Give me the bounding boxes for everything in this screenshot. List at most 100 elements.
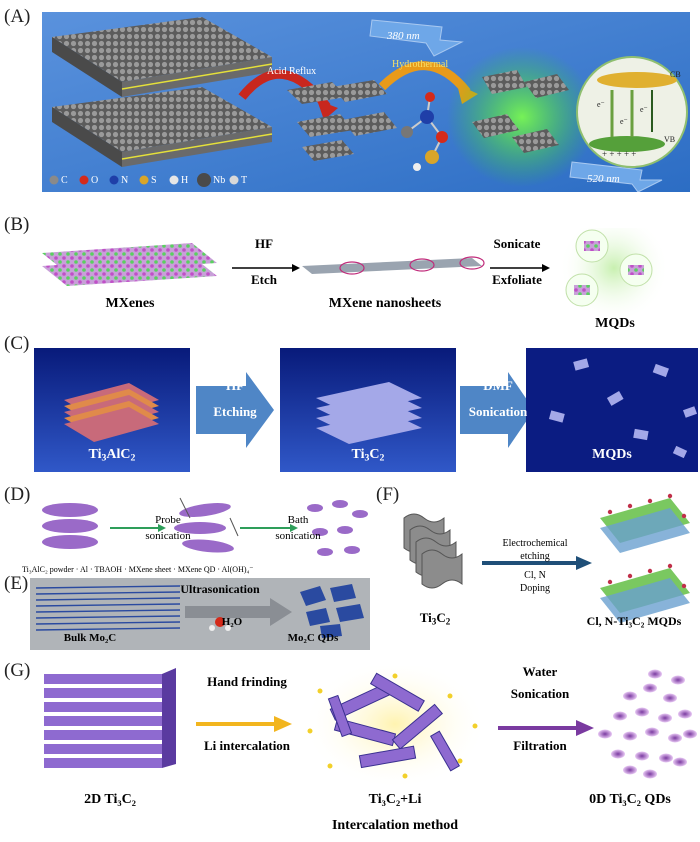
qd-dot (645, 727, 659, 737)
e-step-top: Ultrasonication (180, 582, 260, 596)
svg-text:e⁻: e⁻ (620, 117, 628, 126)
g-step2-bottom: Filtration (513, 738, 567, 753)
panel-d-figure (42, 497, 368, 556)
legend-label-n: N (121, 175, 128, 186)
d-mxene-qds (307, 500, 368, 556)
emission-label: 520 nm (587, 173, 620, 185)
qd-dot (635, 707, 649, 717)
legend-atom-n (109, 175, 119, 185)
legend-powder: Ti₃AlC₂ powder (22, 565, 74, 574)
mqd-2 (628, 265, 644, 275)
bulk-mo2c (35, 585, 181, 631)
panel-f-figure (403, 493, 690, 623)
legend-label-o: O (91, 175, 98, 186)
legend-atom-c (49, 175, 59, 185)
c-caption-mqds: MQDs (592, 447, 632, 462)
qd-dot (671, 675, 685, 685)
box-mqds (526, 348, 698, 472)
e-step-bottom: H₂O (221, 616, 243, 628)
panel-f-label: (F) (376, 484, 400, 505)
panel-d-label: (D) (4, 484, 31, 505)
mqd-flakes (548, 358, 698, 459)
b-step2-top: Sonicate (493, 236, 541, 251)
d-legend: Ti₃AlC₂ powder · Al · TBAOH · MXene shee… (22, 565, 254, 574)
qd-dot (678, 709, 692, 719)
c-step1-bottom: Etching (213, 404, 257, 419)
acid-reflux-label: Acid Reflux (267, 66, 316, 77)
legend-label-nb: Nb (213, 175, 225, 186)
ti3alc2-stack (64, 383, 159, 442)
ti3c2-layers (403, 513, 463, 589)
ultrasonication-arrow (185, 598, 292, 626)
panel-c-figure (34, 348, 698, 472)
d-mxene-sheets (174, 497, 239, 553)
d-step1-bottom: sonication (145, 530, 191, 542)
c-caption-ti3c2: Ti3C2 (351, 447, 385, 464)
cl-n-ti3c2-mqds (600, 493, 690, 623)
legend-aloh: Al(OH)₄⁻ (221, 565, 254, 574)
b-step1-top: HF (254, 236, 274, 251)
bulk-mxene-bottom (52, 87, 273, 167)
qd-dot (683, 729, 697, 739)
legend-atom-nb (197, 173, 211, 187)
qd-dot (643, 683, 657, 693)
panel-e-label: (E) (4, 573, 29, 594)
legend-atom-t (229, 175, 239, 185)
b-caption-mqds: MQDs (595, 316, 635, 331)
legend-atom-h (169, 175, 179, 185)
d-step2-bottom: sonication (275, 530, 321, 542)
panel-b-figure (42, 228, 669, 323)
f-caption-ti3c2: Ti3C2 (419, 610, 451, 627)
mxene-flakes (287, 80, 397, 161)
panel-e-figure (30, 578, 370, 650)
c-step1-top: HF (225, 378, 245, 393)
svg-text:e⁻: e⁻ (640, 105, 648, 114)
g-caption-qds: 0D Ti₃C₂ QDs (589, 792, 671, 807)
f-step-line3: Cl, N (524, 570, 546, 581)
mqd-1 (584, 241, 600, 251)
g-caption-li: Ti₃C₂+Li (368, 792, 422, 807)
legend-tbaoh: TBAOH (94, 565, 123, 574)
b-caption-nanosheets: MXene nanosheets (328, 296, 442, 311)
excitation-arrow (369, 19, 464, 57)
g-step2-mid: Sonication (510, 686, 570, 701)
ti3c2-stack (316, 382, 422, 444)
svg-text:+ + + + +: + + + + + (602, 149, 636, 159)
legend-label-h: H (181, 175, 188, 186)
qd-dot (623, 765, 637, 775)
qd-dot (635, 751, 649, 761)
qd-dot (658, 713, 672, 723)
legend-al: Al (79, 565, 88, 574)
mxene-bulk-bottom (42, 256, 217, 286)
valence-band (589, 136, 665, 152)
legend-atom-s (139, 175, 149, 185)
qd-dot (623, 731, 637, 741)
qd-dot (673, 757, 687, 767)
qd-dot (643, 769, 657, 779)
legend-label-t: T (241, 175, 247, 186)
mqd-3 (574, 285, 590, 295)
dmf-sonication-arrow (460, 372, 534, 448)
e-caption-bulk: Bulk Mo₂C (63, 632, 117, 644)
d-step2-top: Bath (287, 514, 309, 526)
g-step2-top: Water (522, 664, 558, 679)
legend-qd: MXene QD (177, 565, 216, 574)
glowing-qds (472, 70, 569, 153)
ti3c2-li-flakes (327, 672, 461, 772)
f-step-line2: etching (520, 551, 550, 562)
qd-dot (668, 733, 682, 743)
hf-etching-arrow (196, 372, 274, 448)
c-step2-top: DMF (483, 378, 513, 393)
conduction-band (597, 72, 677, 88)
qd-dot (663, 693, 677, 703)
c-step2-bottom: Sonication (468, 404, 528, 419)
b-caption-mxenes: MXenes (105, 296, 155, 311)
panel-a-label: (A) (4, 6, 31, 27)
e-caption-qds: Mo₂C QDs (287, 632, 339, 644)
qd-dot (613, 711, 627, 721)
g-step1-bottom: Li intercalation (203, 738, 291, 753)
cb-label: CB (670, 70, 681, 79)
bulk-mxene-top (52, 17, 273, 97)
